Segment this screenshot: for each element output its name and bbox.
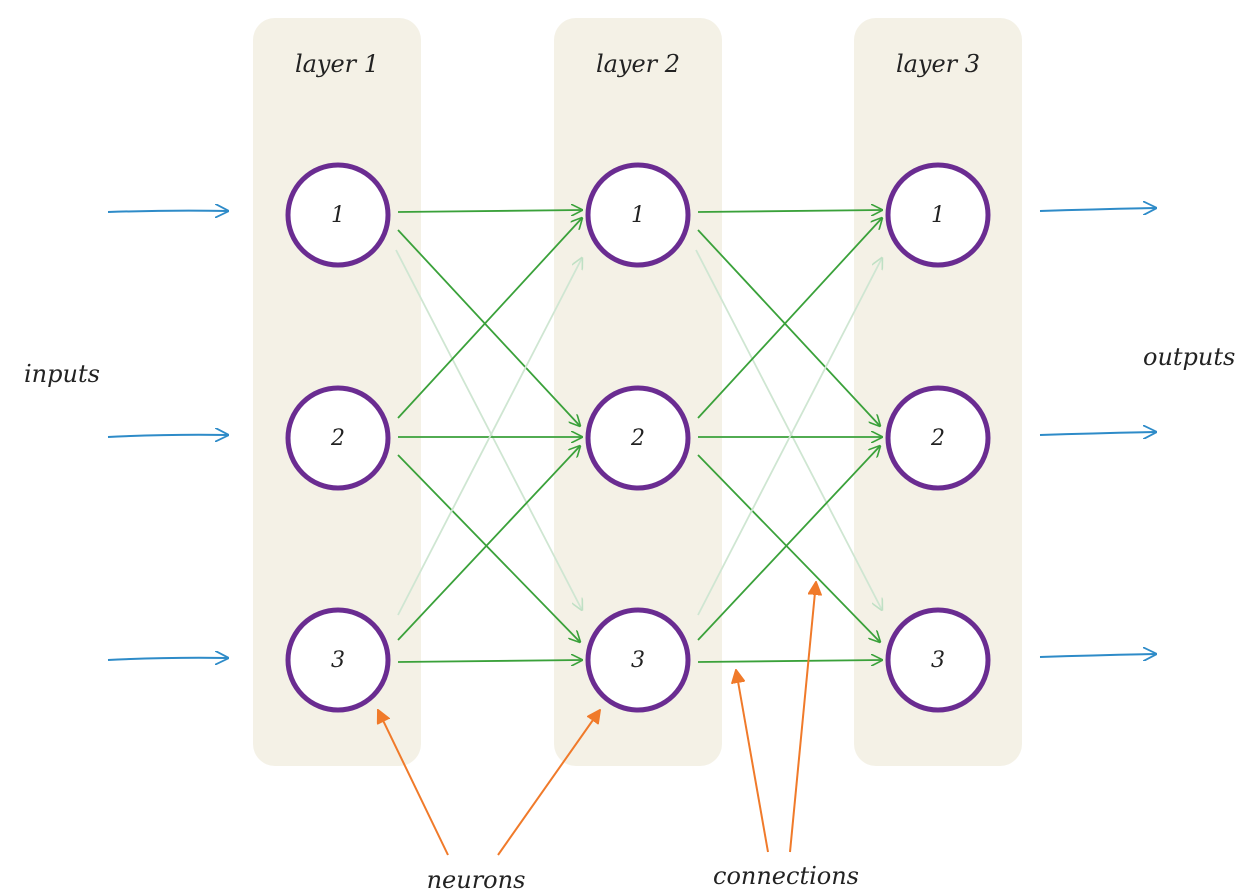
neuron (585, 385, 691, 491)
connection (697, 454, 880, 642)
neuron-label: 2 (930, 426, 945, 451)
input-arrows (107, 211, 228, 660)
layer-3-title: layer 3 (896, 50, 980, 78)
neuron (285, 607, 391, 713)
neuron-label: 2 (630, 426, 645, 451)
outputs-label: outputs (1143, 343, 1235, 371)
neurons-annotation: neurons (427, 866, 526, 894)
connection (697, 218, 882, 419)
connection (395, 249, 582, 610)
annotation-arrows (378, 582, 816, 856)
connection (697, 660, 882, 662)
connection (697, 446, 880, 641)
neuron (885, 162, 991, 268)
input-arrow (107, 211, 228, 212)
output-arrow (1039, 208, 1156, 211)
neuron-label: 3 (631, 648, 645, 673)
connection (697, 229, 880, 426)
neuron-label: 3 (331, 648, 345, 673)
neuron (885, 607, 991, 713)
neuron-label: 2 (330, 426, 345, 451)
input-arrow (107, 658, 228, 660)
connection (397, 258, 582, 616)
neuron-label: 1 (631, 203, 645, 228)
inputs-label: inputs (24, 360, 100, 388)
neurons-pointer (497, 710, 600, 856)
neuron-label: 3 (931, 648, 945, 673)
neuron (285, 385, 391, 491)
layer-1-neurons: 1 2 3 (285, 162, 391, 713)
connections-annotation: connections (713, 862, 859, 890)
connection (397, 229, 580, 426)
connection (397, 454, 580, 642)
connection (695, 249, 882, 610)
connections-pointer (789, 582, 816, 853)
connection (697, 210, 882, 212)
layer-2-neurons: 1 2 3 (585, 162, 691, 713)
connection (397, 660, 582, 662)
output-arrow (1039, 654, 1156, 657)
neurons-pointer (378, 710, 449, 856)
layer-2-title: layer 2 (596, 50, 680, 78)
output-arrow (1039, 432, 1156, 435)
layer-3-neurons: 1 2 3 (885, 162, 991, 713)
neuron (585, 607, 691, 713)
connections-layer-1-to-2 (395, 210, 582, 662)
layer-1-title: layer 1 (295, 50, 379, 78)
input-arrow (107, 435, 228, 437)
connections-pointer (736, 670, 769, 853)
neuron (285, 162, 391, 268)
neuron (585, 162, 691, 268)
neuron-label: 1 (931, 203, 945, 228)
connection (397, 218, 582, 419)
output-arrows (1039, 208, 1156, 657)
neuron-label: 1 (331, 203, 345, 228)
connections-layer-2-to-3 (695, 210, 882, 662)
neuron (885, 385, 991, 491)
connection (397, 446, 580, 641)
connection (397, 210, 582, 212)
connection (697, 258, 882, 616)
